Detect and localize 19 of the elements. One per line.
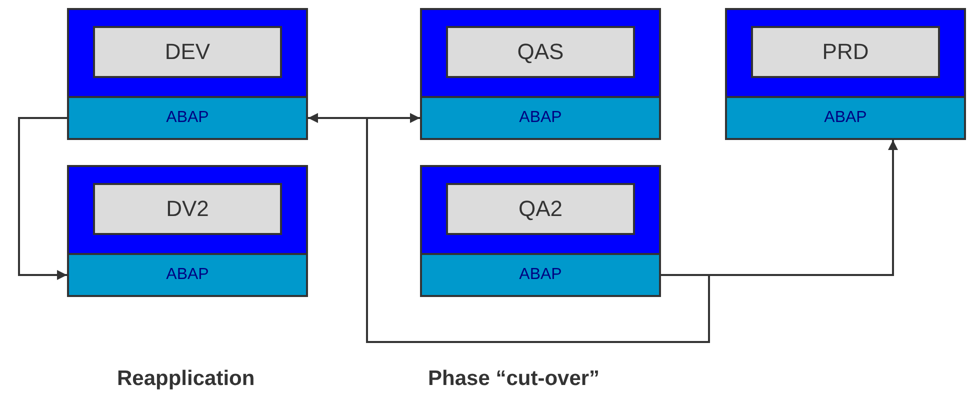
connector-arrow — [661, 140, 898, 276]
system-box — [67, 165, 308, 297]
system-name-box: QA2 — [446, 183, 635, 235]
abap-layer-band: ABAP — [69, 96, 306, 138]
abap-layer-band: ABAP — [422, 96, 659, 138]
system-box — [725, 8, 966, 140]
phase-caption: Phase “cut-over” — [428, 367, 600, 391]
system-box — [420, 8, 661, 140]
system-name-box: DEV — [93, 26, 282, 78]
system-name-box: DV2 — [93, 183, 282, 235]
system-box — [420, 165, 661, 297]
abap-layer-band: ABAP — [69, 253, 306, 295]
abap-layer-band: ABAP — [422, 253, 659, 295]
connector-arrow — [18, 117, 67, 280]
phase-caption: Reapplication — [117, 367, 255, 391]
abap-layer-band: ABAP — [727, 96, 964, 138]
system-box — [67, 8, 308, 140]
system-name-box: QAS — [446, 26, 635, 78]
system-name-box: PRD — [751, 26, 940, 78]
